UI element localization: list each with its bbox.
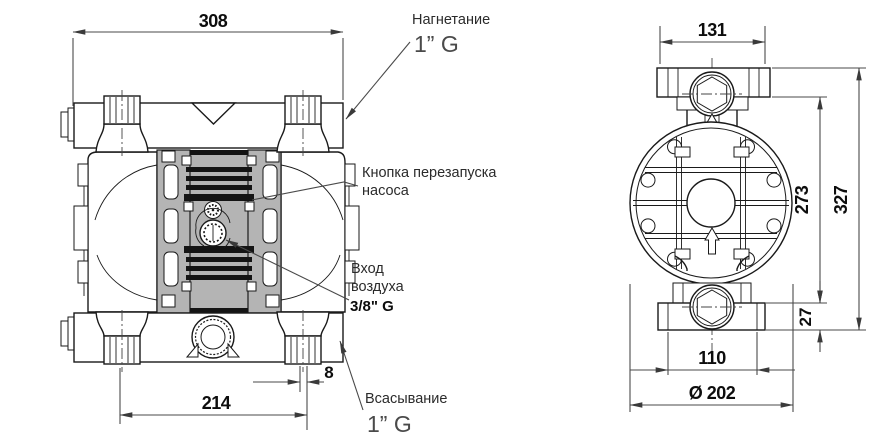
flow-triangle-marker xyxy=(190,102,237,125)
dim-text-273: 273 xyxy=(792,185,812,214)
restart-label-line1: Кнопка перезапуска xyxy=(362,165,497,181)
dim-text-27: 27 xyxy=(796,308,815,327)
callout-discharge: Нагнетание 1” G xyxy=(345,12,490,120)
side-tab xyxy=(77,260,89,284)
bolt xyxy=(244,201,255,212)
bolt xyxy=(246,155,257,166)
dim-text-308: 308 xyxy=(199,11,228,31)
front-view: 308 214 8 Нагнетание 1” G Кнопка перезап… xyxy=(60,11,497,437)
suction-thread-label: 1” G xyxy=(367,411,412,437)
diaphragm-chambers xyxy=(73,151,360,313)
center-hub xyxy=(686,178,736,228)
bolt-hole xyxy=(640,218,656,234)
discharge-label: Нагнетание xyxy=(412,12,490,28)
center-housing xyxy=(156,149,282,314)
air-inlet-label-line2: воздуха xyxy=(351,279,405,295)
restart-button xyxy=(204,201,222,219)
callout-restart-button: Кнопка перезапуска насоса xyxy=(251,165,497,201)
dim-overall-width: 308 xyxy=(72,11,344,106)
restart-label-line2: насоса xyxy=(362,183,410,199)
suction-label: Всасывание xyxy=(365,391,447,407)
side-view: 131 273 327 27 110 xyxy=(629,20,866,412)
side-tab xyxy=(344,260,356,284)
bolt xyxy=(181,155,192,166)
dim-port-flange-width: 110 xyxy=(630,332,795,375)
bolt-hole xyxy=(766,172,782,188)
dim-text-202: Ø 202 xyxy=(689,383,736,403)
callout-air-inlet: Вход воздуха 3/8" G xyxy=(225,239,405,315)
side-top-flange xyxy=(656,67,771,178)
dim-foot-spacing: 214 8 xyxy=(119,363,334,430)
bolt xyxy=(183,201,194,212)
side-tab xyxy=(344,163,356,187)
dim-body-diameter: Ø 202 xyxy=(629,284,794,412)
air-inlet-label-line1: Вход xyxy=(351,261,384,277)
bolt xyxy=(246,281,257,292)
flow-arrow-up-bottom xyxy=(704,227,720,255)
dim-flange-width: 131 xyxy=(659,20,766,64)
callout-suction: Всасывание 1” G xyxy=(339,340,447,437)
bolt-hole xyxy=(766,218,782,234)
dim-heights: 273 327 27 xyxy=(766,67,866,352)
side-bottom-flange xyxy=(657,255,766,331)
discharge-thread-label: 1” G xyxy=(414,31,459,57)
discharge-port-hex xyxy=(682,71,742,117)
dim-text-214: 214 xyxy=(202,393,231,413)
suction-port xyxy=(185,315,241,359)
bolt xyxy=(181,281,192,292)
dim-text-327: 327 xyxy=(831,185,851,214)
air-inlet-thread-label: 3/8" G xyxy=(350,298,394,315)
side-round-body xyxy=(629,121,793,285)
manifold-caps xyxy=(95,90,330,372)
bolt-hole xyxy=(640,172,656,188)
side-tab xyxy=(77,163,89,187)
air-inlet-port xyxy=(195,207,231,249)
dim-text-131: 131 xyxy=(698,20,727,40)
dim-text-8: 8 xyxy=(324,363,333,382)
dim-text-110: 110 xyxy=(698,348,726,368)
side-tab xyxy=(344,205,360,251)
suction-port-hex xyxy=(682,284,742,330)
side-tab xyxy=(73,205,89,251)
